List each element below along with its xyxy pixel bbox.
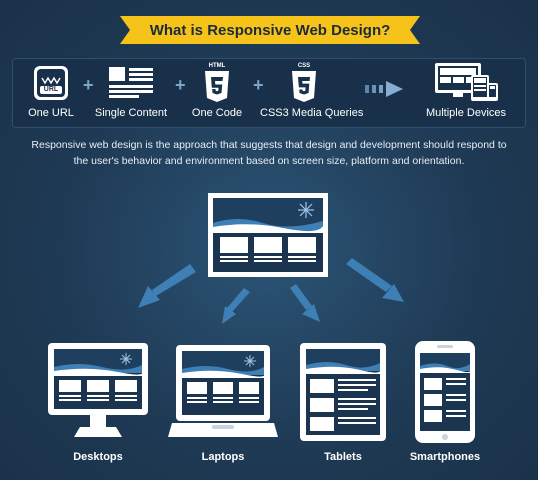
url-badge-text: URL [43, 86, 59, 93]
css3-badge-text: CSS [297, 63, 311, 69]
html5-badge-text: HTML [208, 63, 226, 69]
title-banner: What is Responsive Web Design? [120, 14, 420, 46]
smartphone-device [415, 341, 475, 443]
step-label-css3: CSS3 Media Queries [260, 107, 364, 119]
step-label-one-code: One Code [191, 107, 243, 119]
step-one-url: URL One URL [28, 59, 74, 129]
step-label-multiple-devices: Multiple Devices [425, 107, 507, 119]
arrow-to-smartphones-icon [346, 258, 404, 302]
description-text: Responsive web design is the approach th… [31, 139, 507, 167]
step-one-code: HTML One Code [192, 59, 242, 129]
plus-sign: + [83, 75, 94, 95]
banner-ribbon-shape [120, 16, 420, 44]
arrow-to-tablets-icon [290, 284, 320, 322]
page-title: What is Responsive Web Design? [149, 21, 391, 39]
arrow-to-laptops-icon [222, 288, 250, 324]
step-multiple-devices: Multiple Devices [426, 59, 506, 129]
device-label-laptops: Laptops [201, 451, 245, 463]
device-label-desktops: Desktops [73, 451, 123, 463]
desktop-device [48, 343, 148, 437]
step-single-content: Single Content [95, 59, 167, 129]
css3-icon [292, 71, 316, 102]
device-label-tablets: Tablets [324, 451, 362, 463]
laptop-device [168, 345, 278, 437]
arrow-right-icon [365, 81, 403, 97]
step-css3-media-queries: CSS CSS3 Media Queries [260, 59, 363, 129]
arrow-to-desktops-icon [138, 264, 196, 308]
multiple-devices-icon [435, 63, 498, 101]
content-layout-icon [109, 67, 153, 98]
plus-sign: + [175, 75, 186, 95]
central-website-mockup [208, 193, 328, 277]
tablet-device [300, 343, 386, 441]
step-label-one-url: One URL [28, 107, 74, 119]
distribution-arrows [138, 258, 404, 324]
url-globe-icon [34, 66, 68, 100]
device-label-smartphones: Smartphones [409, 451, 481, 463]
plus-sign: + [253, 75, 264, 95]
step-label-single-content: Single Content [94, 107, 168, 119]
html5-icon [205, 71, 229, 102]
equation-strip: URL One URL + Single Content + HTML One … [12, 58, 526, 128]
